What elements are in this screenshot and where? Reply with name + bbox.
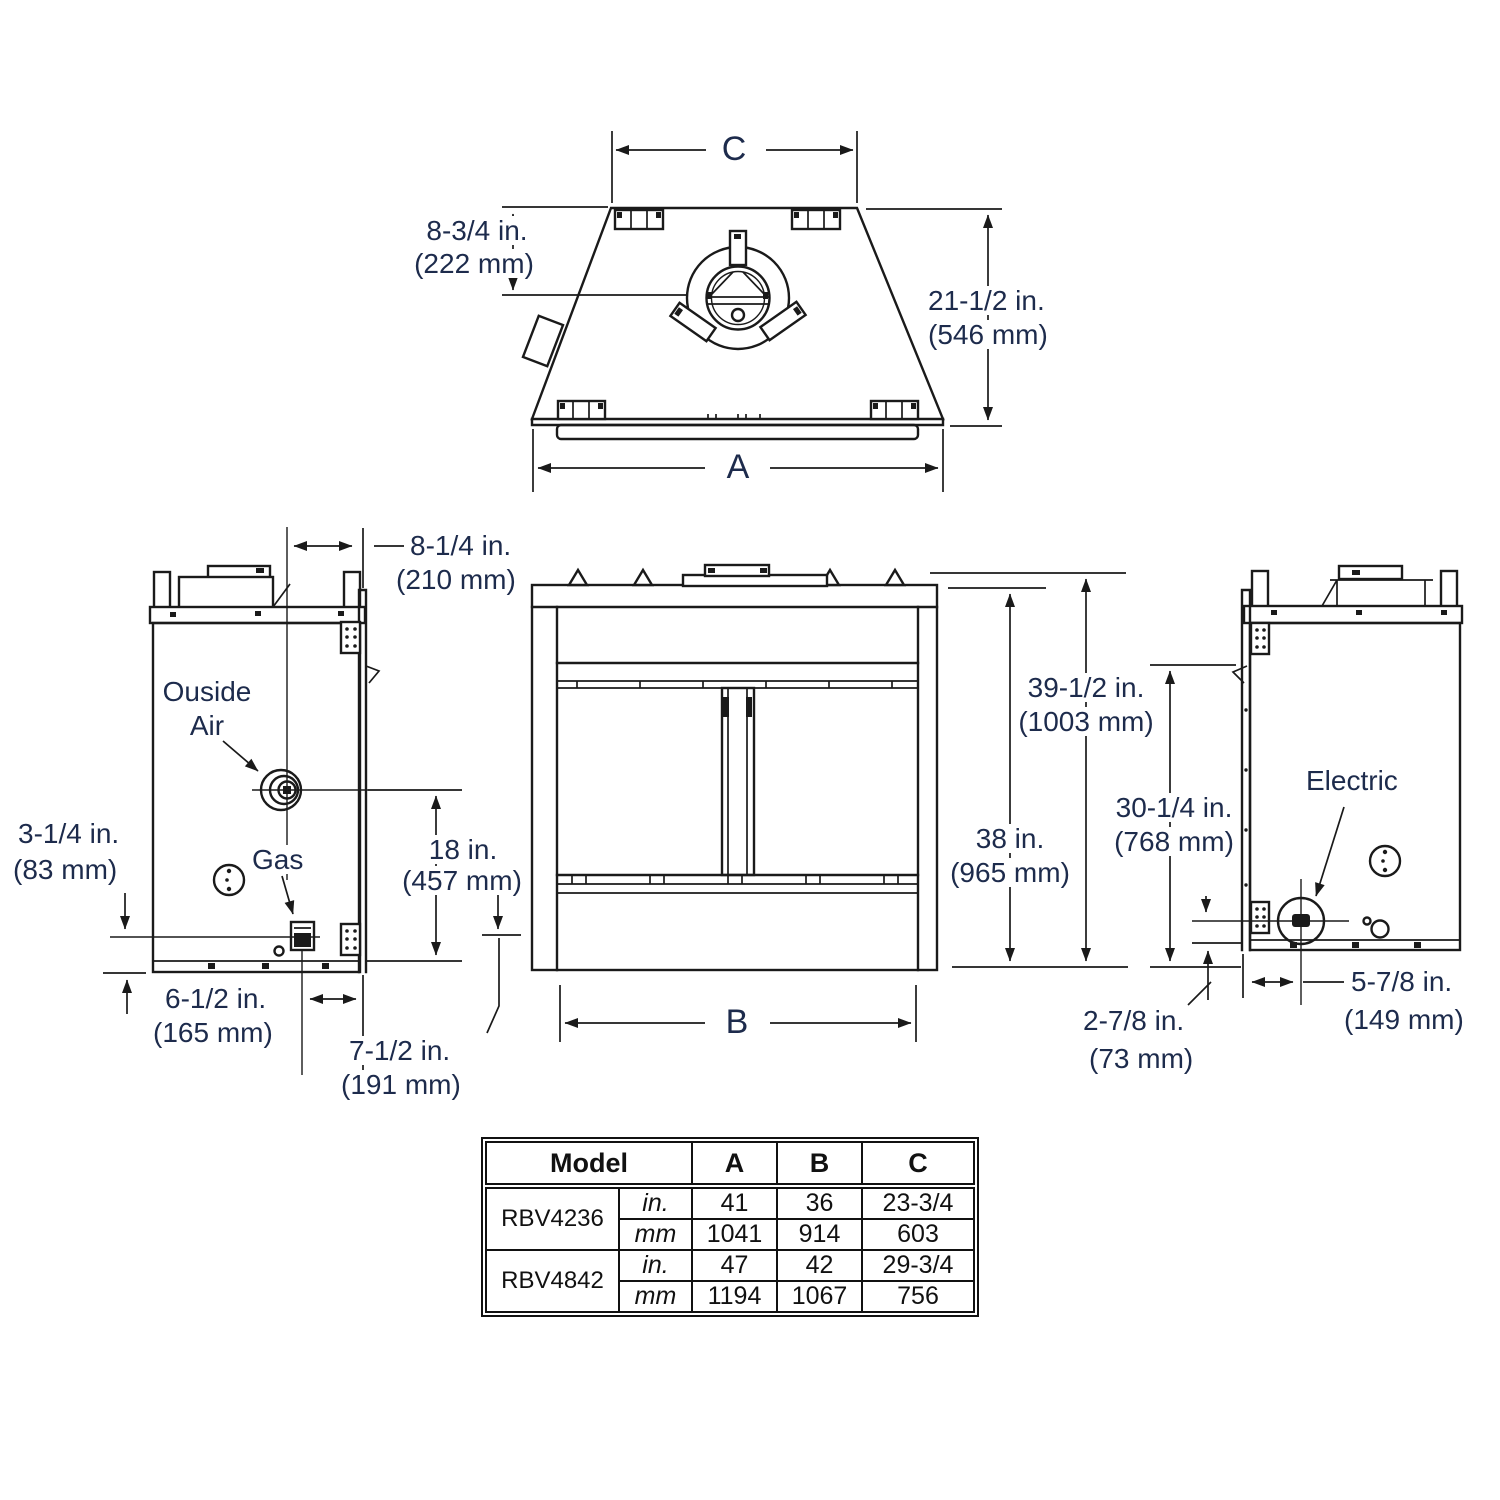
dim-label-18-in: 18 in. (425, 835, 501, 864)
gas-inlet (289, 920, 316, 952)
model-name: RBV4236 (485, 1185, 620, 1251)
dim-label-7-1-2-in: 7-1/2 in. (346, 1036, 454, 1065)
value-a: 1194 (691, 1280, 778, 1313)
dim-label-6-1-2-in: 6-1/2 in. (162, 984, 270, 1013)
label-electric: Electric (1303, 766, 1401, 795)
dim-label-21-1-2-in: 21-1/2 in. (925, 286, 1048, 315)
dim-label-7-1-2-mm: (191 mm) (338, 1070, 464, 1099)
value-b: 42 (776, 1249, 863, 1282)
dim-label-5-7-8-mm: (149 mm) (1341, 1005, 1467, 1034)
dim-label-30-1-4-in: 30-1/4 in. (1112, 793, 1236, 822)
top-view-side-box (521, 314, 565, 368)
right-side-view-drawing (1231, 564, 1464, 952)
unit-label: mm (618, 1280, 693, 1313)
table-row: RBV4236 in. 41 36 23-3/4 (485, 1185, 975, 1251)
table-header-a: A (691, 1141, 778, 1189)
dim-label-8-1-4-mm: (210 mm) (393, 565, 519, 594)
left-view-latch (365, 665, 381, 684)
label-gas: Gas (249, 845, 307, 874)
dim-label-3-1-4-mm: (83 mm) (10, 855, 121, 884)
unit-label: mm (618, 1218, 693, 1251)
right-view-bracket-top (1249, 621, 1271, 656)
right-view-latch (1231, 665, 1248, 684)
value-b: 914 (776, 1218, 863, 1251)
table-header-b: B (776, 1141, 863, 1189)
right-view-dimensions (1187, 806, 1349, 1006)
value-c: 23-3/4 (861, 1185, 975, 1220)
dim-label-c: C (718, 131, 750, 168)
dim-label-30-1-4-mm: (768 mm) (1111, 827, 1237, 856)
top-view-bracket-br (869, 399, 920, 421)
value-a: 47 (691, 1249, 778, 1282)
dim-label-b: B (722, 1004, 752, 1041)
left-view-round-knockout (212, 863, 246, 897)
top-view-drawing (521, 206, 945, 441)
value-c: 603 (861, 1218, 975, 1251)
label-outside-air-line2: Air (186, 711, 228, 740)
dim-label-39-1-2-mm: (1003 mm) (1015, 707, 1157, 736)
dim-label-38-mm: (965 mm) (947, 858, 1073, 887)
dim-label-8-3-4-in: 8-3/4 in. (423, 216, 531, 245)
value-c: 29-3/4 (861, 1249, 975, 1282)
dimensions-table: Model A B C RBV4236 in. 41 36 23-3/4 mm … (481, 1137, 979, 1317)
model-name: RBV4842 (485, 1249, 620, 1313)
left-view-bracket-top (339, 620, 362, 655)
table-header-c: C (861, 1141, 975, 1189)
table-row: mm 1041 914 603 (486, 1218, 975, 1251)
value-b: 36 (776, 1185, 863, 1220)
left-view-bracket-bottom (339, 922, 362, 957)
top-view-bracket-tr (790, 208, 842, 231)
top-view-bracket-tl (613, 208, 665, 231)
dim-label-8-3-4-mm: (222 mm) (411, 249, 537, 278)
left-side-view-drawing (148, 564, 381, 974)
dim-label-6-1-2-mm: (165 mm) (150, 1018, 276, 1047)
dim-label-39-1-2-in: 39-1/2 in. (1024, 673, 1148, 702)
dim-label-38-in: 38 in. (972, 824, 1048, 853)
dim-label-18-mm: (457 mm) (399, 866, 525, 895)
right-view-bracket-bottom (1249, 900, 1271, 935)
value-c: 756 (861, 1280, 975, 1313)
flue-collar (668, 229, 808, 351)
table-row: RBV4842 in. 47 42 29-3/4 (485, 1249, 975, 1313)
value-b: 1067 (776, 1280, 863, 1313)
right-view-round-knockout (1368, 844, 1402, 878)
unit-label: in. (618, 1249, 693, 1282)
left-view-dimensions (103, 527, 521, 1075)
dim-label-5-7-8-in: 5-7/8 in. (1348, 967, 1456, 996)
front-view-drawing (530, 563, 939, 972)
value-a: 41 (691, 1185, 778, 1220)
unit-label: in. (618, 1185, 693, 1220)
dim-label-21-1-2-mm: (546 mm) (925, 320, 1051, 349)
table-row: mm 1194 1067 756 (486, 1280, 975, 1313)
dim-label-2-7-8-mm: (73 mm) (1086, 1044, 1197, 1073)
value-a: 1041 (691, 1218, 778, 1251)
label-outside-air-line1: Ouside (159, 677, 255, 706)
top-view-bracket-bl (556, 399, 607, 421)
table-header-row: Model A B C (485, 1141, 975, 1189)
dim-label-8-1-4-in: 8-1/4 in. (407, 531, 515, 560)
dim-label-2-7-8-in: 2-7/8 in. (1080, 1006, 1188, 1035)
table-header-model: Model (485, 1141, 693, 1189)
dim-label-a: A (723, 449, 753, 486)
dim-label-3-1-4-in: 3-1/4 in. (15, 819, 123, 848)
